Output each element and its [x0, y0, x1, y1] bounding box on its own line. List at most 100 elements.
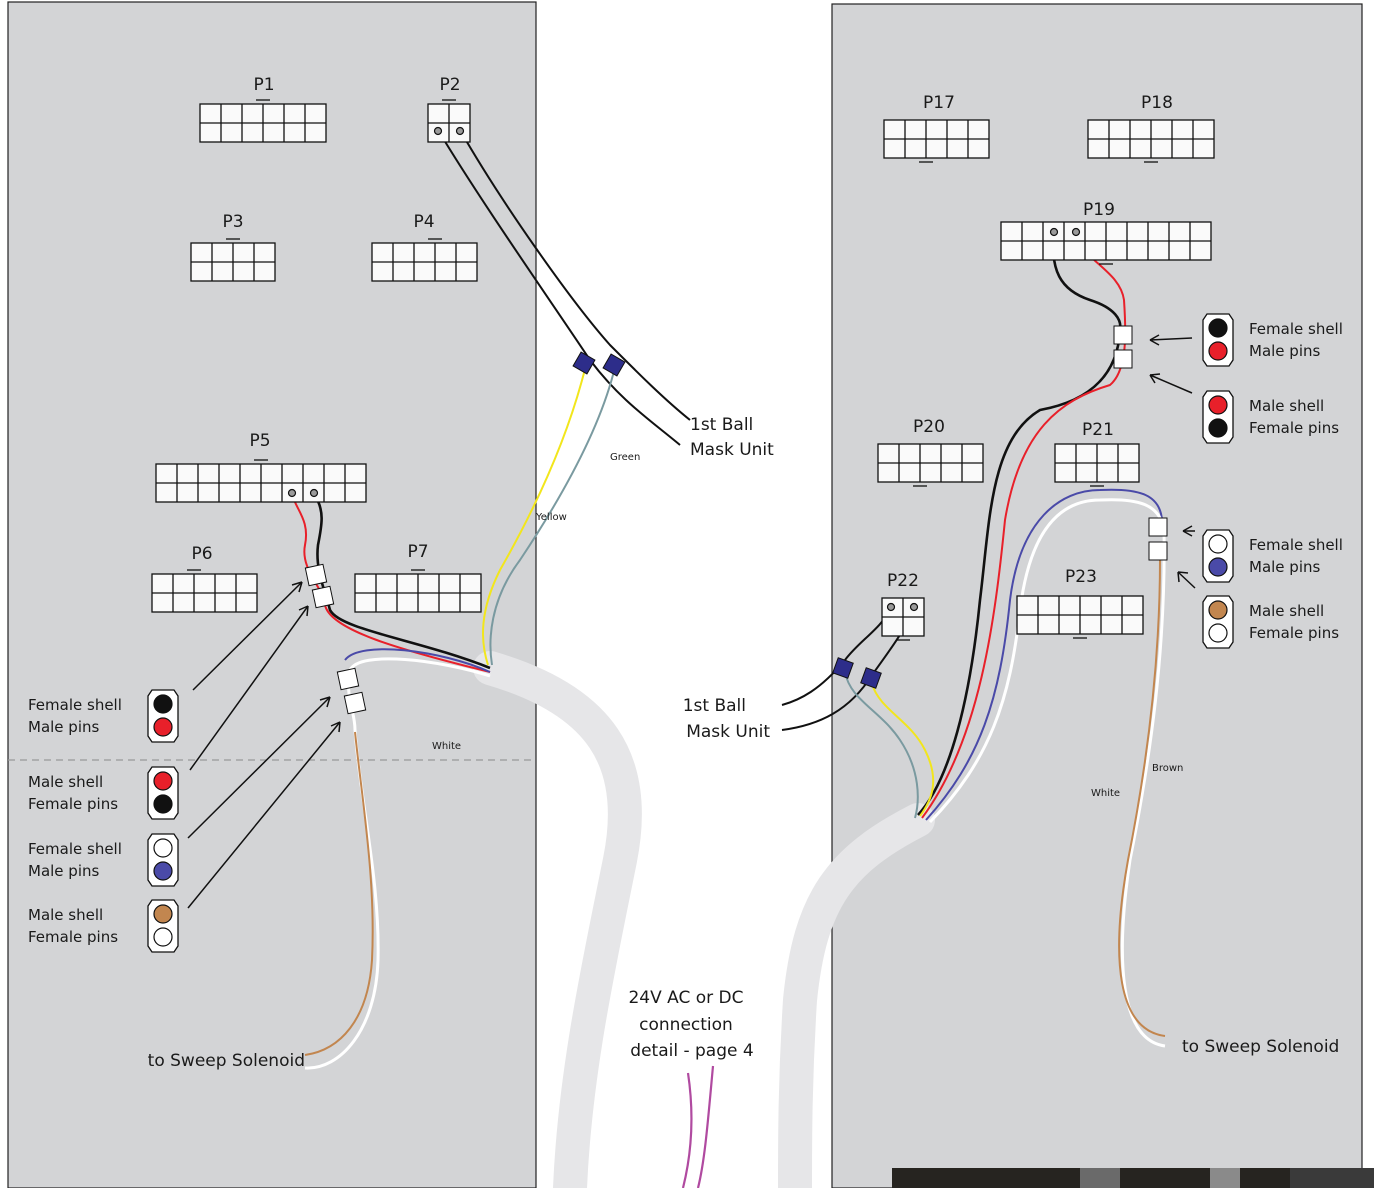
connector-p17 — [883, 119, 990, 163]
wire-p2-black-2 — [459, 129, 691, 421]
wire-green-right — [844, 671, 919, 819]
wire-brown-left — [304, 731, 374, 1056]
connector-label-p21: P21 — [1082, 420, 1114, 440]
mask-plug-left-2 — [602, 353, 626, 377]
connector-p6 — [151, 569, 258, 613]
connector-label-p6: P6 — [191, 544, 212, 564]
connector-p23 — [1016, 595, 1144, 639]
legend-line2: Male pins — [28, 862, 99, 880]
power-note-line2: connection — [639, 1015, 733, 1035]
connector-p19 — [1000, 221, 1212, 265]
inline-plug-p19-lower — [1113, 349, 1133, 369]
legend-line1: Female shell — [28, 840, 122, 858]
connector-p7 — [354, 569, 482, 613]
wire-blue-left — [344, 648, 491, 673]
wire-label-green: Green — [610, 452, 640, 463]
legend-line2: Male pins — [28, 718, 99, 736]
legend-line1: Male shell — [1249, 397, 1324, 415]
wire-label-brown: Brown — [1152, 763, 1183, 774]
power-note-line3: detail - page 4 — [630, 1041, 753, 1061]
mask-unit-label-right-line1: 1st Ball — [690, 415, 753, 435]
legend-line1: Female shell — [28, 696, 122, 714]
connector-p5 — [155, 459, 367, 503]
connector-p20 — [877, 443, 984, 487]
connector-pins — [287, 126, 1081, 612]
wire-yellow-right — [871, 683, 935, 817]
connector-label-p20: P20 — [913, 417, 945, 437]
wire-brown-right — [1118, 559, 1166, 1037]
connector-label-p17: P17 — [923, 93, 955, 113]
mask-plug-right-2 — [860, 667, 882, 689]
sweep-solenoid-label-left: to Sweep Solenoid — [148, 1051, 305, 1071]
wire-power-1 — [681, 1072, 693, 1188]
wire-label-white-left: White — [432, 741, 461, 752]
power-note-line1: 24V AC or DC — [628, 988, 743, 1008]
wire-yellow-left — [482, 364, 587, 666]
wire-label-yellow: Yellow — [535, 512, 567, 523]
connector-label-p22: P22 — [887, 571, 919, 591]
connector-label-p2: P2 — [439, 75, 460, 95]
connector-label-p23: P23 — [1065, 567, 1097, 587]
legend-line1: Female shell — [1249, 320, 1343, 338]
photo-corner — [892, 1168, 1374, 1188]
inline-plug-sweep-lower — [343, 691, 367, 715]
harness-bundle-left — [473, 651, 642, 1188]
wire-power-2 — [696, 1065, 715, 1188]
inline-plug-p5-lower — [311, 585, 335, 609]
legend-line2: Male pins — [1249, 558, 1320, 576]
wire-white-right — [928, 498, 1166, 1048]
wire-blue-right — [925, 488, 1163, 821]
legend-line2: Female pins — [1249, 624, 1339, 642]
harness-bundle-right — [778, 803, 935, 1188]
wire-p19-black — [917, 231, 1122, 816]
legend-line1: Male shell — [1249, 602, 1324, 620]
inline-plug-p19-upper — [1113, 325, 1133, 345]
mask-plug-right-1 — [832, 657, 854, 679]
inline-plug-sweep-right-lower — [1148, 541, 1168, 561]
connector-label-p7: P7 — [407, 542, 428, 562]
pointer-arrows-right — [1149, 334, 1196, 589]
inline-plug-sweep-right-upper — [1148, 517, 1168, 537]
wire-green-left — [489, 366, 616, 666]
connector-label-p18: P18 — [1141, 93, 1173, 113]
connector-label-p19: P19 — [1083, 200, 1115, 220]
legend-line2: Female pins — [28, 928, 118, 946]
mask-unit-label-left-line1: 1st Ball — [683, 696, 746, 716]
legend-line1: Female shell — [1249, 536, 1343, 554]
legend-line2: Female pins — [1249, 419, 1339, 437]
connector-p2 — [427, 99, 471, 143]
legend-line1: Male shell — [28, 906, 103, 924]
connector-label-p3: P3 — [222, 212, 243, 232]
wire-p19-red — [921, 231, 1127, 819]
connector-p1 — [199, 99, 327, 143]
legend-line2: Female pins — [28, 795, 118, 813]
inline-plug-p5-upper — [304, 563, 328, 587]
connector-p4 — [371, 238, 478, 282]
connector-label-p4: P4 — [413, 212, 434, 232]
legend-line1: Male shell — [28, 773, 103, 791]
wire-label-white-right: White — [1091, 788, 1120, 799]
connector-p18 — [1087, 119, 1215, 163]
mask-unit-label-right-line2: Mask Unit — [690, 440, 774, 460]
wire-p2-black-1 — [437, 129, 681, 446]
connector-label-p5: P5 — [249, 431, 270, 451]
inline-plug-sweep-upper — [336, 667, 360, 691]
connector-label-p1: P1 — [253, 75, 274, 95]
mask-unit-label-left-line2: Mask Unit — [686, 722, 770, 742]
connector-p3 — [190, 238, 276, 282]
mask-plug-left-1 — [572, 351, 596, 375]
pointer-arrows-left — [187, 581, 341, 909]
connector-p21 — [1054, 443, 1140, 487]
sweep-solenoid-label-right: to Sweep Solenoid — [1182, 1037, 1339, 1057]
